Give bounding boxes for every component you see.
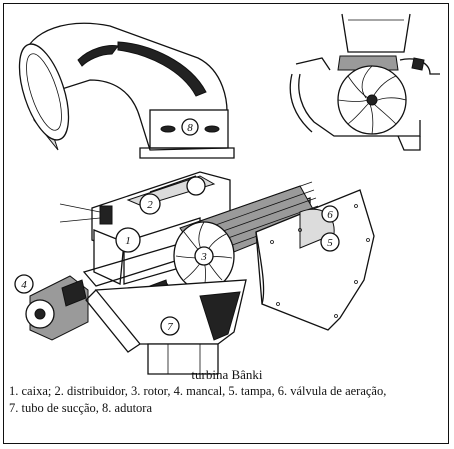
callout-2: 2 — [147, 199, 153, 211]
callout-5: 5 — [327, 237, 333, 249]
callout-6: 6 — [327, 209, 333, 221]
cross-section-inset — [289, 13, 440, 151]
draft-tube — [85, 279, 247, 375]
callout-3: 3 — [200, 251, 207, 263]
penstock-hood — [18, 22, 235, 159]
callout-1: 1 — [125, 235, 131, 247]
callout-4: 4 — [21, 279, 27, 291]
legend-line-1: 1. caixa; 2. distribuidor, 3. rotor, 4. … — [9, 384, 387, 398]
cover-tampa — [255, 189, 375, 331]
callout-7: 7 — [167, 321, 173, 333]
callout-8: 8 — [187, 122, 193, 134]
runner-rotor — [149, 181, 319, 297]
figure-title: turbina Bânki — [191, 367, 263, 382]
bearing-mancal — [14, 274, 89, 341]
legend-line-2: 7. tubo de sucção, 8. adutora — [9, 401, 153, 415]
